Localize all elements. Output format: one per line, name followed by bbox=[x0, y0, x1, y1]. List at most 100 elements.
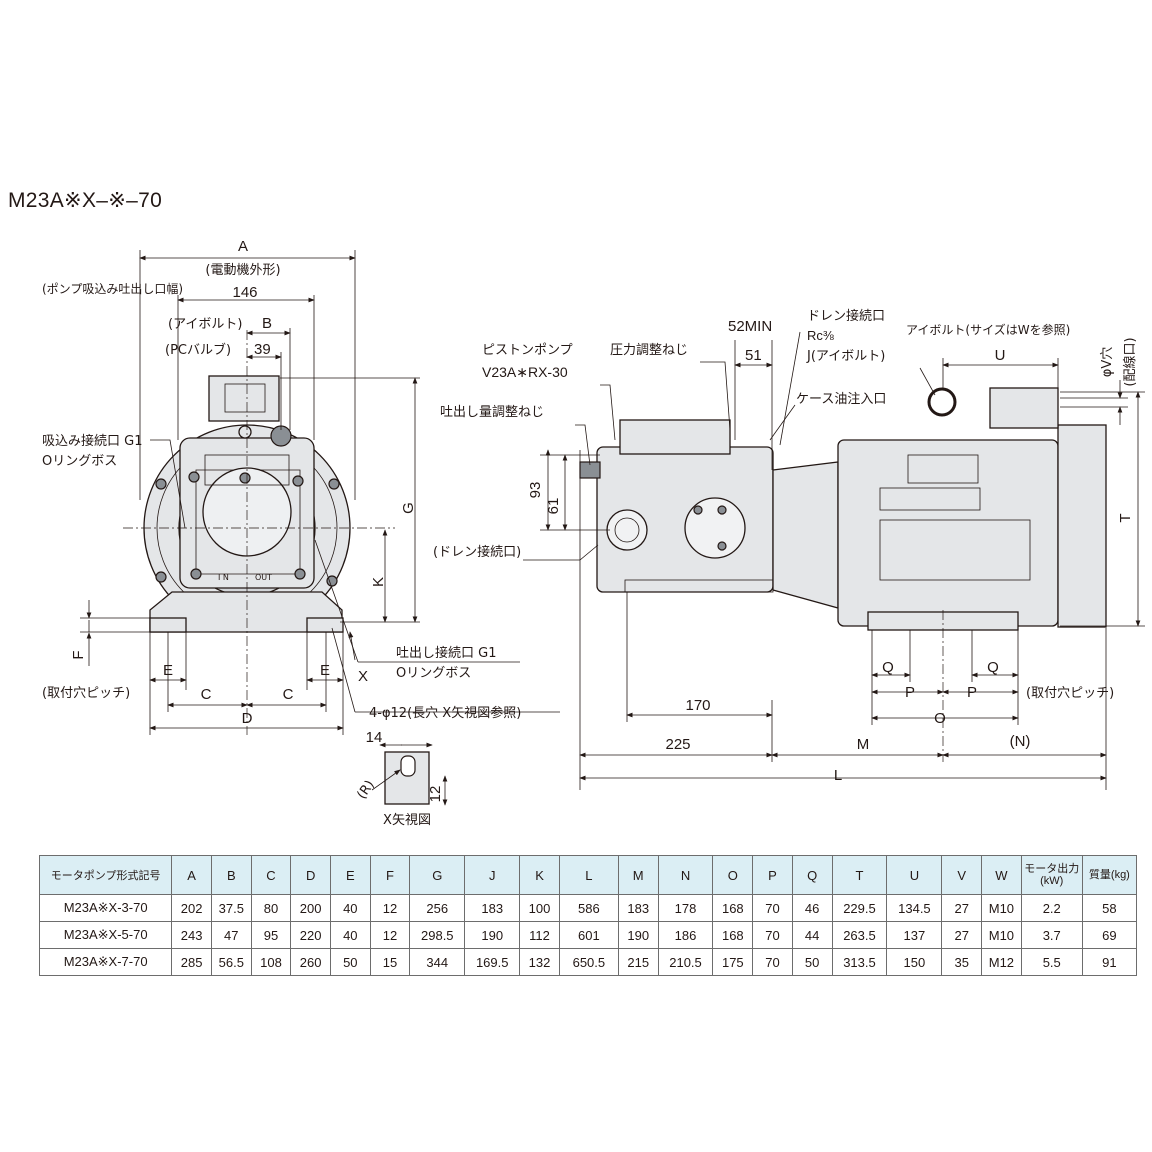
table-cell: M10 bbox=[981, 921, 1022, 949]
dim-d: D bbox=[242, 710, 253, 727]
header-cell: O bbox=[712, 855, 754, 895]
table-cell: M12 bbox=[981, 948, 1022, 976]
mount-pitch-label-right: (取付穴ピッチ) bbox=[1026, 686, 1114, 701]
table-cell: 112 bbox=[519, 921, 560, 949]
header-cell: V bbox=[941, 855, 983, 895]
table-cell: 168 bbox=[712, 921, 754, 949]
table-cell: 175 bbox=[712, 948, 754, 976]
table-cell: 12 bbox=[369, 894, 411, 922]
header-cell: F bbox=[369, 855, 411, 895]
table-cell: 40 bbox=[329, 894, 371, 922]
dim-170: 170 bbox=[685, 697, 710, 714]
dim-93: 93 bbox=[527, 482, 544, 499]
table-cell: 263.5 bbox=[831, 921, 888, 949]
mount-pitch-label-left: (取付穴ピッチ) bbox=[42, 686, 130, 701]
dim-p-left: P bbox=[905, 684, 915, 701]
eyebolt-label: (アイボルト) bbox=[168, 317, 243, 332]
j-eyebolt-label: J(アイボルト) bbox=[806, 349, 885, 364]
dim-o: O bbox=[934, 710, 946, 727]
dim-p-right: P bbox=[967, 684, 977, 701]
suction-port-label: 吸込み接続口 G1 bbox=[42, 433, 142, 449]
dim-q-left: Q bbox=[882, 659, 894, 676]
dim-39: 39 bbox=[254, 341, 271, 358]
dim-t: T bbox=[1117, 513, 1134, 522]
piston-pump-label: ピストンポンプ bbox=[482, 343, 573, 358]
dim-b: B bbox=[262, 315, 272, 332]
header-cell: C bbox=[250, 855, 292, 895]
table-cell: 44 bbox=[791, 921, 833, 949]
table-cell: 27 bbox=[941, 921, 983, 949]
table-cell: 256 bbox=[409, 894, 466, 922]
table-cell: 80 bbox=[250, 894, 292, 922]
table-cell: 100 bbox=[519, 894, 560, 922]
table-cell: 200 bbox=[290, 894, 331, 922]
dim-51: 51 bbox=[745, 347, 762, 364]
front-view: I N OUT bbox=[42, 238, 560, 735]
dim-k: K bbox=[370, 577, 387, 587]
table-cell: 27 bbox=[941, 894, 983, 922]
table-cell: 47 bbox=[210, 921, 252, 949]
eyebolt-w-label: アイボルト(サイズはWを参照) bbox=[906, 322, 1070, 337]
header-cell: P bbox=[752, 855, 793, 895]
table-cell: 95 bbox=[250, 921, 292, 949]
drain-port-label: ドレン接続口 bbox=[807, 308, 885, 324]
table-cell: 12 bbox=[369, 921, 411, 949]
spec-table: モータポンプ形式記号 A B C D E F G J K L M N O P Q… bbox=[38, 855, 1138, 976]
dim-u: U bbox=[995, 347, 1006, 364]
side-view: ピストンポンプ V23A∗RX-30 圧力調整ねじ 52MIN 51 ドレン接続… bbox=[433, 308, 1145, 790]
table-cell: 243 bbox=[171, 921, 212, 949]
table-cell: 58 bbox=[1081, 894, 1138, 922]
header-cell: モータポンプ形式記号 bbox=[38, 855, 173, 895]
dim-14: 14 bbox=[366, 729, 383, 746]
table-cell: 108 bbox=[250, 948, 292, 976]
table-cell: 50 bbox=[329, 948, 371, 976]
table-cell: 344 bbox=[409, 948, 466, 976]
table-cell: 150 bbox=[886, 948, 943, 976]
dim-61: 61 bbox=[545, 498, 562, 515]
dim-q-right: Q bbox=[987, 659, 999, 676]
model-cell: M23A※X-5-70 bbox=[38, 921, 173, 949]
dim-12: 12 bbox=[427, 786, 444, 803]
table-cell: 134.5 bbox=[886, 894, 943, 922]
wiring-port-label: (配線口) bbox=[1122, 337, 1138, 386]
table-cell: 91 bbox=[1081, 948, 1138, 976]
dim-52min: 52MIN bbox=[728, 318, 772, 335]
header-cell: D bbox=[290, 855, 331, 895]
table-cell: 168 bbox=[712, 894, 754, 922]
holes-label: 4-φ12(長穴 X矢視図参照) bbox=[369, 705, 521, 721]
dim-x: X bbox=[358, 668, 368, 685]
header-cell: B bbox=[210, 855, 252, 895]
table-cell: M10 bbox=[981, 894, 1022, 922]
table-cell: 650.5 bbox=[558, 948, 619, 976]
header-cell: K bbox=[519, 855, 560, 895]
pump-port-width-label: (ポンプ吸込み吐出し口幅) bbox=[42, 281, 183, 296]
header-cell: T bbox=[831, 855, 888, 895]
table-cell: 215 bbox=[617, 948, 659, 976]
pressure-screw-label: 圧力調整ねじ bbox=[610, 343, 688, 358]
dim-n: (N) bbox=[1010, 733, 1031, 750]
dim-c-right: C bbox=[283, 686, 294, 703]
header-cell: N bbox=[657, 855, 714, 895]
flow-screw-label: 吐出し量調整ねじ bbox=[440, 405, 544, 420]
table-cell: 70 bbox=[752, 948, 793, 976]
table-cell: 137 bbox=[886, 921, 943, 949]
dim-m: M bbox=[857, 736, 870, 753]
dim-g: G bbox=[400, 502, 417, 514]
table-cell: 586 bbox=[558, 894, 619, 922]
table-cell: 70 bbox=[752, 921, 793, 949]
model-cell: M23A※X-3-70 bbox=[38, 894, 173, 922]
dim-f: F bbox=[70, 650, 87, 659]
header-cell: 質量(kg) bbox=[1081, 855, 1138, 895]
table-cell: 70 bbox=[752, 894, 793, 922]
table-cell: 202 bbox=[171, 894, 212, 922]
dim-a: A bbox=[238, 238, 248, 255]
dim-v: φV穴 bbox=[1100, 347, 1115, 377]
dim-c-left: C bbox=[201, 686, 212, 703]
table-cell: 298.5 bbox=[409, 921, 466, 949]
drain-port-paren-label: (ドレン接続口) bbox=[433, 544, 521, 560]
case-oil-label: ケース油注入口 bbox=[796, 392, 886, 407]
table-cell: 40 bbox=[329, 921, 371, 949]
pc-valve-label: (PCバルブ) bbox=[165, 342, 231, 358]
